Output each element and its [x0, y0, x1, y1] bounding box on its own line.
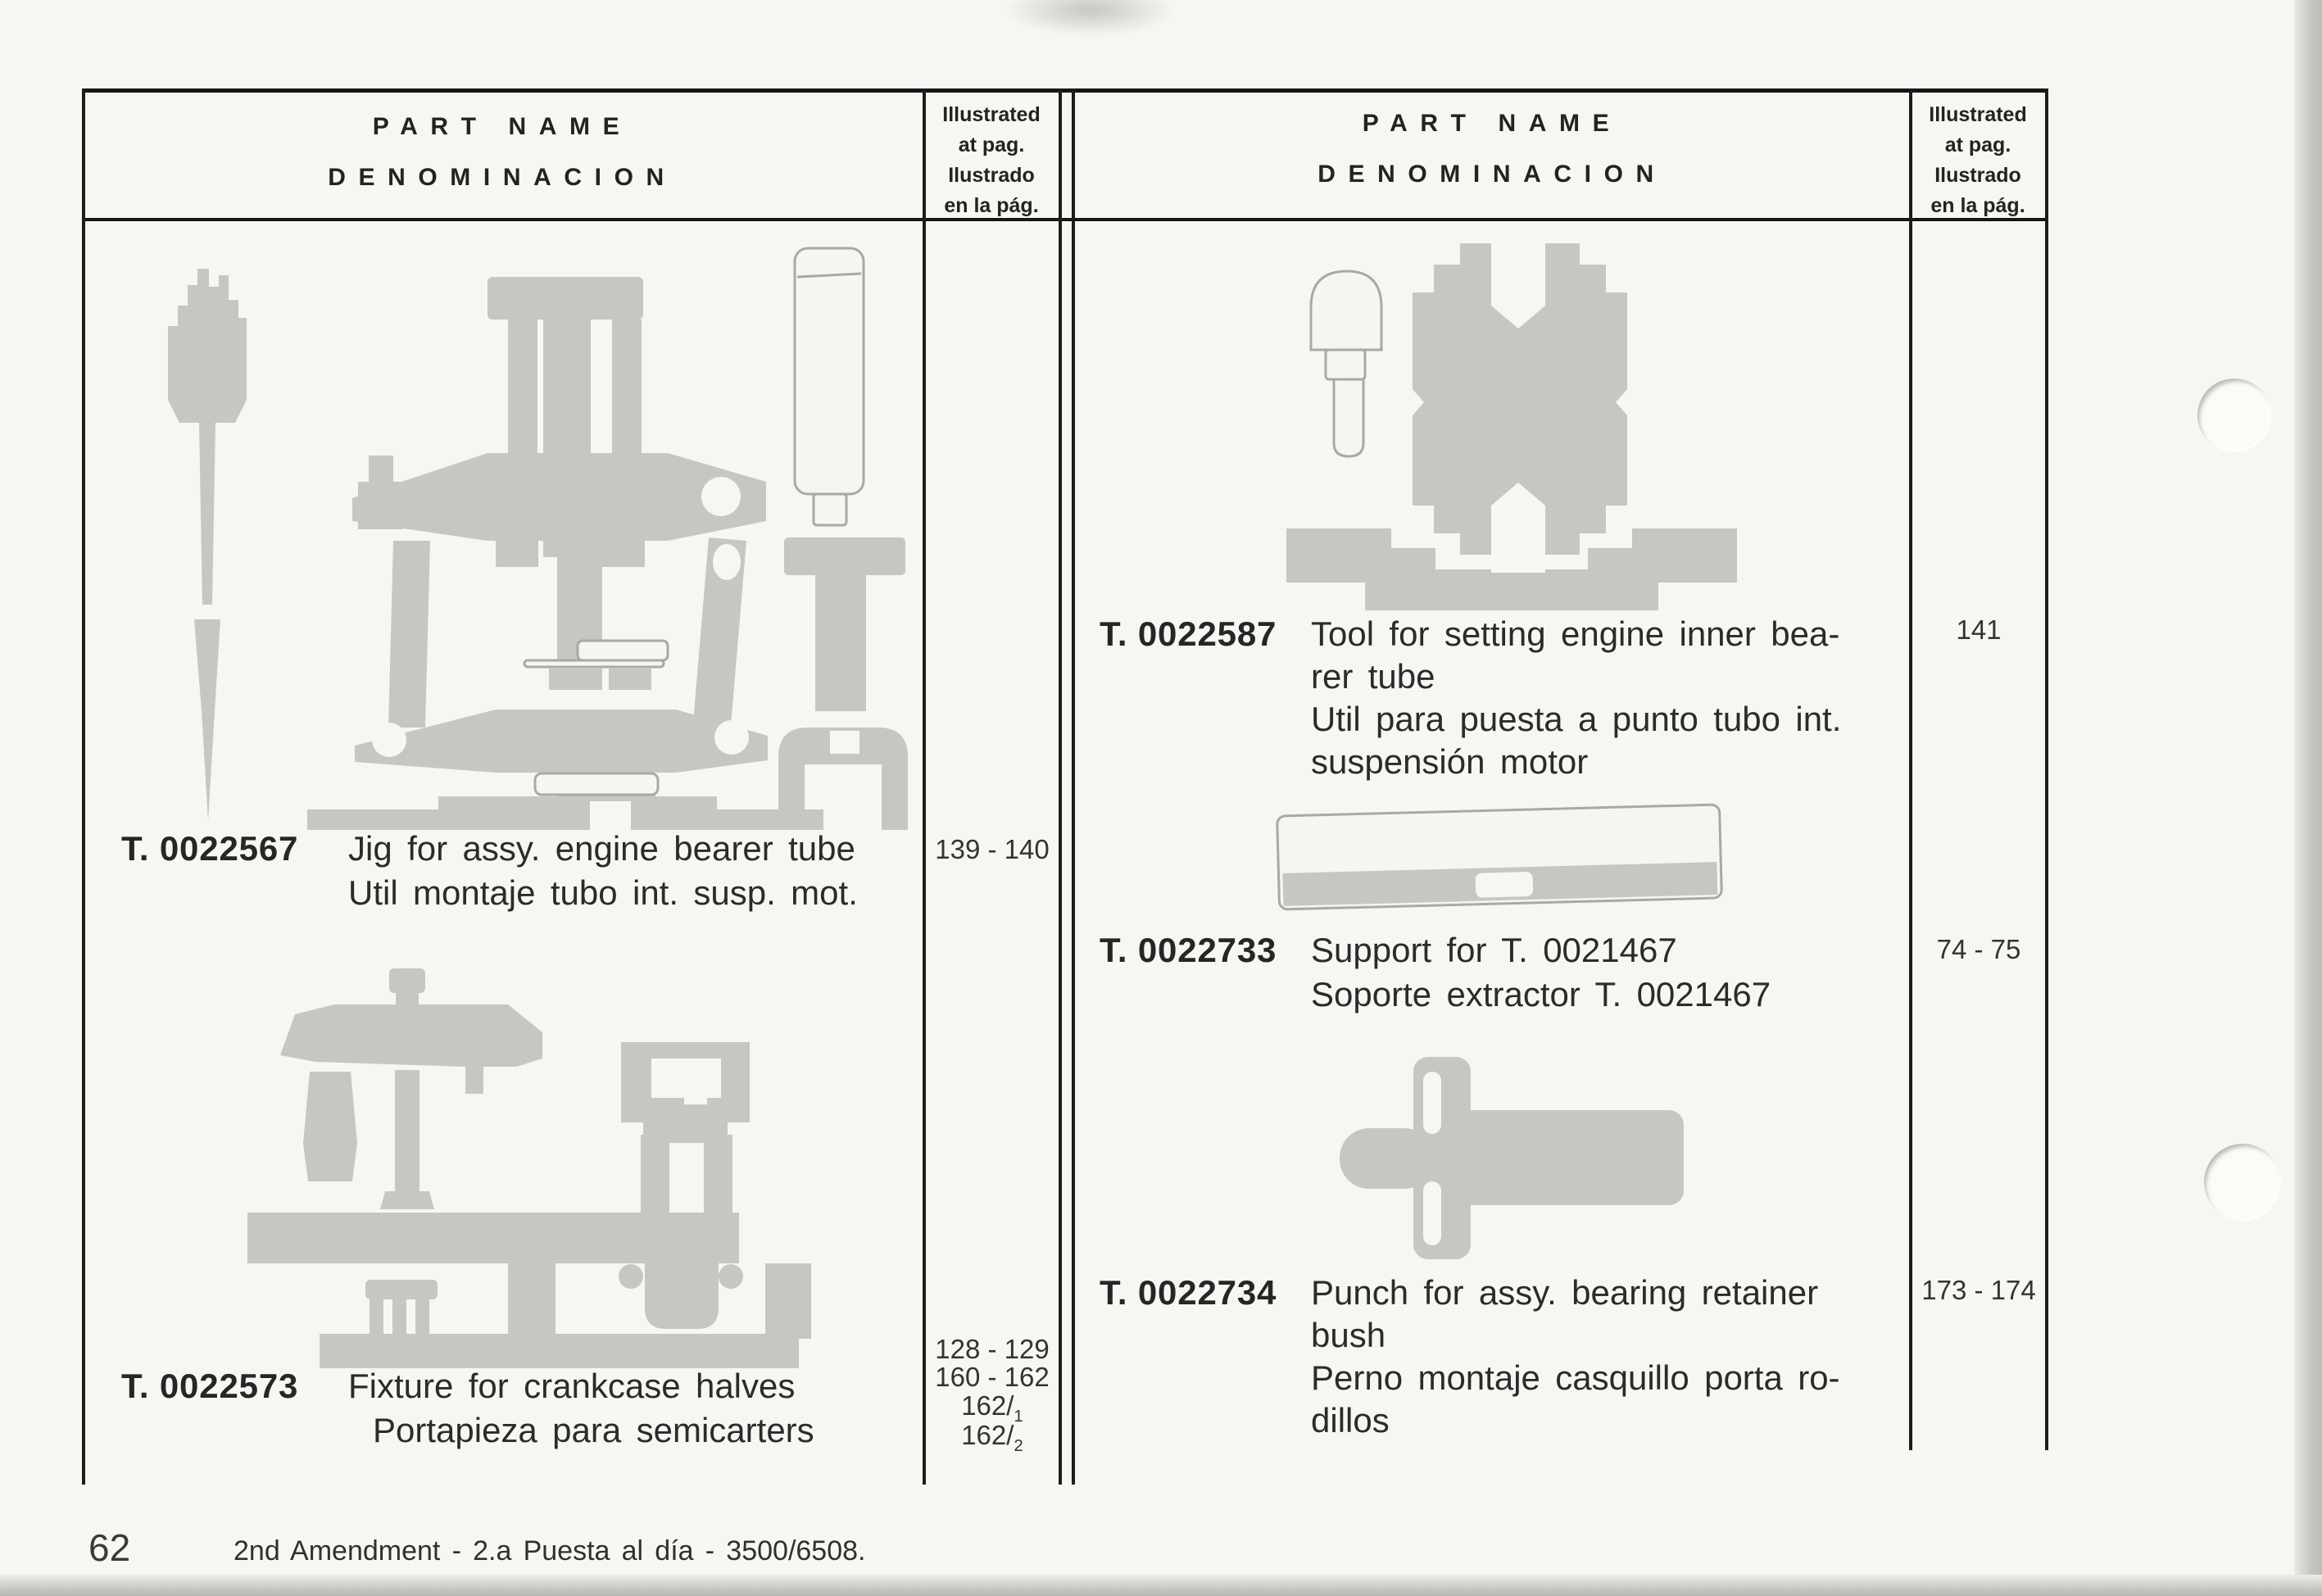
part-number: T. 0022587 — [1100, 614, 1277, 653]
left-part-name-header: PART NAME — [372, 113, 633, 140]
ref-header-line: Illustrated — [942, 103, 1041, 126]
page-reference: 162/1 — [926, 1390, 1059, 1426]
part-description-en: Fixture for crankcase halves — [348, 1367, 796, 1405]
right-outer-rule — [2045, 88, 2048, 1450]
part-description-line: dillos — [1311, 1401, 1390, 1440]
ref-header-line: en la pág. — [944, 194, 1039, 217]
page-ref-text: 141 — [1956, 614, 2002, 645]
page-reference: 139 - 140 — [926, 834, 1059, 870]
part-description-line: Support for T. 0021467 — [1311, 931, 1677, 969]
center-double-rule-a — [1059, 88, 1062, 1485]
part-description-line: Punch for assy. bearing retainer — [1311, 1273, 1819, 1312]
table-top-border — [82, 88, 2048, 93]
ref-header-line: at pag. — [958, 134, 1025, 156]
page-reference: 128 - 129 — [926, 1334, 1059, 1370]
crankcase-fixture-illustration — [247, 968, 811, 1368]
page-ref-text: 160 - 162 — [935, 1362, 1050, 1392]
support-bar-illustration — [1276, 803, 1723, 911]
center-double-rule-b — [1072, 88, 1075, 1485]
page-number: 62 — [88, 1526, 131, 1569]
amendment-note: 2nd Amendment - 2.a Puesta al día - 3500… — [234, 1535, 866, 1567]
page-reference: 160 - 162 — [926, 1362, 1059, 1398]
punch-illustration — [1340, 1057, 1684, 1259]
page-ref-text: 162/ — [961, 1390, 1014, 1421]
page-ref-sub: 2 — [1014, 1435, 1023, 1455]
part-number: T. 0022573 — [121, 1367, 299, 1405]
page-edge-shadow-right — [2294, 0, 2322, 1596]
part-description-es: Util montaje tubo int. susp. mot. — [348, 873, 858, 912]
part-number: T. 0022567 — [121, 829, 299, 868]
ref-header-line: en la pág. — [1930, 194, 2025, 217]
right-illustrated-header: Illustrated at pag. Ilustrado en la pág. — [1911, 100, 2045, 221]
part-description-line: Util para puesta a punto tubo int. — [1311, 700, 1842, 738]
part-description-en: Jig for assy. engine bearer tube — [348, 829, 855, 868]
page-edge-shadow-bottom — [0, 1575, 2322, 1596]
right-ref-rule — [1909, 88, 1912, 1450]
scan-smudge — [1004, 0, 1176, 36]
page-reference: 173 - 174 — [1912, 1275, 2045, 1311]
part-number: T. 0022734 — [1100, 1273, 1277, 1312]
part-number: T. 0022733 — [1100, 931, 1277, 969]
page-ref-sub: 1 — [1014, 1406, 1023, 1426]
part-description-line: rer tube — [1311, 657, 1435, 696]
page-reference: 141 — [1912, 614, 2045, 651]
part-description-line: suspensión motor — [1311, 742, 1589, 781]
engine-bearer-setting-tool-illustration — [1286, 243, 1737, 610]
page-reference: 74 - 75 — [1912, 934, 2045, 970]
ref-header-line: at pag. — [1944, 134, 2011, 156]
left-denominacion-header: DENOMINACION — [328, 164, 677, 191]
left-outer-rule — [82, 88, 85, 1485]
page-ref-text: 173 - 174 — [1921, 1275, 2036, 1305]
left-illustrated-header: Illustrated at pag. Ilustrado en la pág. — [924, 100, 1059, 221]
punch-hole-bottom — [2204, 1144, 2281, 1221]
ref-header-line: Ilustrado — [948, 164, 1035, 187]
ref-header-line: Ilustrado — [1934, 164, 2021, 187]
punch-hole-top — [2197, 379, 2271, 452]
right-denominacion-header: DENOMINACION — [1317, 161, 1667, 188]
page-reference: 162/2 — [926, 1420, 1059, 1456]
header-separator — [82, 218, 2048, 221]
part-description-es: Portapieza para semicarters — [373, 1411, 814, 1449]
part-description-line: Perno montaje casquillo porta ro- — [1311, 1358, 1840, 1397]
page-ref-text: 128 - 129 — [935, 1334, 1050, 1364]
page-ref-text: 162/ — [961, 1420, 1014, 1450]
part-description-line: bush — [1311, 1316, 1386, 1354]
part-description-line: Tool for setting engine inner bea- — [1311, 614, 1840, 653]
part-description-line: Soporte extractor T. 0021467 — [1311, 975, 1771, 1013]
right-part-name-header: PART NAME — [1362, 110, 1622, 137]
page-ref-text: 139 - 140 — [935, 834, 1050, 864]
left-ref-rule — [923, 88, 926, 1485]
page-ref-text: 74 - 75 — [1936, 934, 2021, 964]
jig-engine-bearer-tube-illustration — [168, 247, 908, 830]
ref-header-line: Illustrated — [1929, 103, 2027, 126]
